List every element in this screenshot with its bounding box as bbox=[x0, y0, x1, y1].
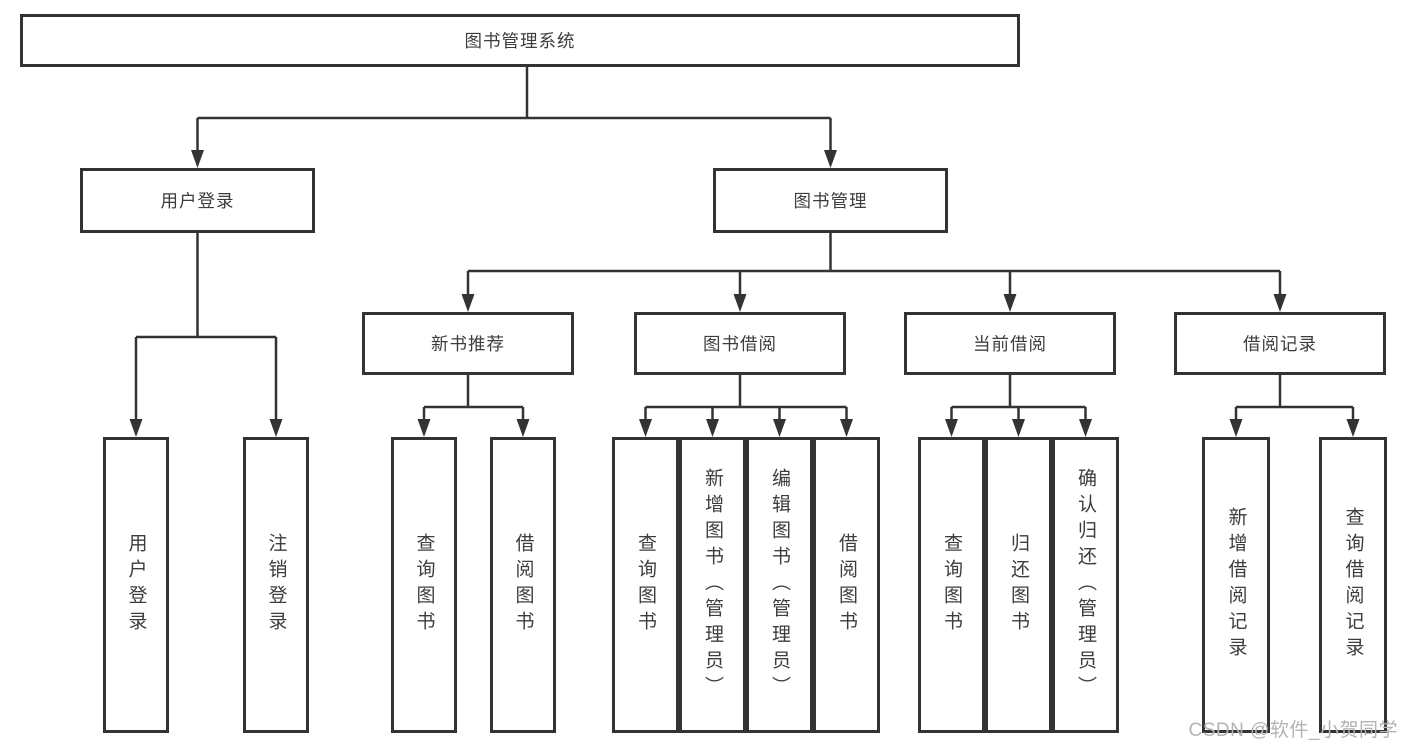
leaf-confirm-return-admin: 确认归还（管理员） bbox=[1052, 437, 1119, 733]
node-borrowing-records: 借阅记录 bbox=[1174, 312, 1386, 375]
leaf-label: 查询图书 bbox=[635, 533, 656, 637]
leaf-user-login: 用户登录 bbox=[103, 437, 169, 733]
leaf-edit-books-admin: 编辑图书（管理员） bbox=[746, 437, 813, 733]
arrowhead-icons bbox=[129, 150, 1360, 437]
node-book-borrowing: 图书借阅 bbox=[634, 312, 846, 375]
leaf-label: 查询借阅记录 bbox=[1342, 507, 1364, 663]
node-label: 当前借阅 bbox=[973, 334, 1047, 354]
leaf-logout: 注销登录 bbox=[243, 437, 309, 733]
leaf-borrow-books-recommend: 借阅图书 bbox=[490, 437, 556, 733]
leaf-label: 查询图书 bbox=[413, 533, 435, 637]
leaf-label: 新增借阅记录 bbox=[1225, 507, 1247, 663]
leaf-query-books-current: 查询图书 bbox=[918, 437, 985, 733]
node-label: 新书推荐 bbox=[431, 334, 505, 354]
node-label: 用户登录 bbox=[160, 191, 235, 211]
leaf-label: 确认归还（管理员） bbox=[1075, 468, 1096, 702]
leaf-label: 编辑图书（管理员） bbox=[769, 468, 790, 702]
leaf-label: 新增图书（管理员） bbox=[702, 468, 723, 702]
leaf-label: 用户登录 bbox=[125, 533, 147, 637]
node-root-label: 图书管理系统 bbox=[464, 31, 576, 51]
leaf-borrow-books: 借阅图书 bbox=[813, 437, 880, 733]
leaf-query-borrow-record: 查询借阅记录 bbox=[1319, 437, 1387, 733]
node-label: 借阅记录 bbox=[1243, 334, 1317, 354]
node-user-login-branch: 用户登录 bbox=[80, 168, 315, 233]
leaf-query-books-recommend: 查询图书 bbox=[391, 437, 457, 733]
leaf-label: 借阅图书 bbox=[512, 533, 534, 637]
leaf-return-books: 归还图书 bbox=[985, 437, 1052, 733]
leaf-add-borrow-record: 新增借阅记录 bbox=[1202, 437, 1270, 733]
leaf-label: 归还图书 bbox=[1008, 533, 1029, 637]
node-current-borrowing: 当前借阅 bbox=[904, 312, 1116, 375]
leaf-query-books-borrow: 查询图书 bbox=[612, 437, 679, 733]
node-new-book-recommend: 新书推荐 bbox=[362, 312, 574, 375]
node-book-management-branch: 图书管理 bbox=[713, 168, 948, 233]
node-label: 图书管理 bbox=[793, 191, 868, 211]
leaf-label: 注销登录 bbox=[265, 533, 287, 637]
node-label: 图书借阅 bbox=[703, 334, 777, 354]
leaf-add-books-admin: 新增图书（管理员） bbox=[679, 437, 746, 733]
node-root-system: 图书管理系统 bbox=[20, 14, 1020, 67]
leaf-label: 查询图书 bbox=[941, 533, 962, 637]
leaf-label: 借阅图书 bbox=[836, 533, 857, 637]
